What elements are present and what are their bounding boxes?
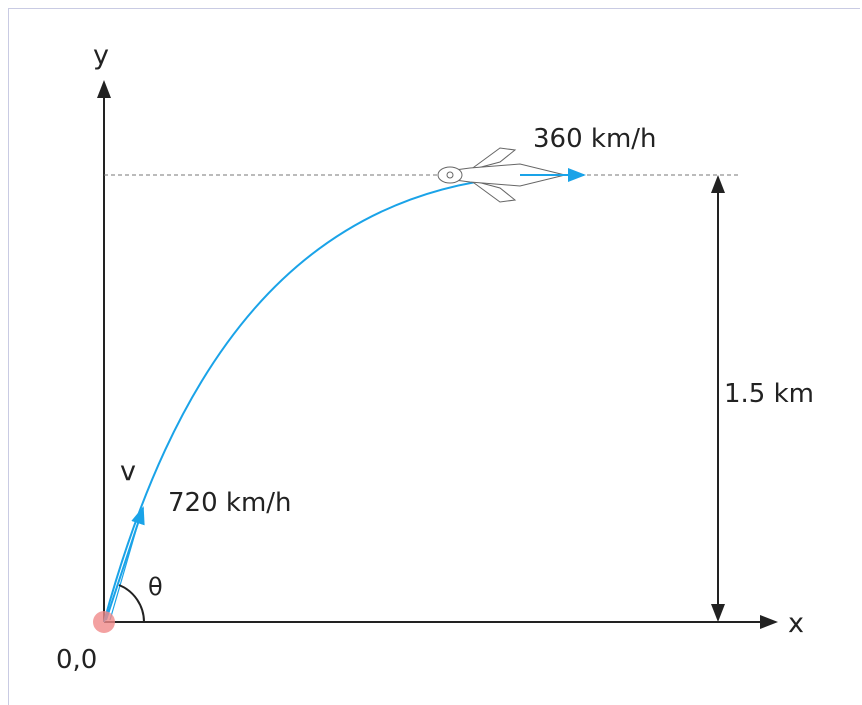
initial-velocity-arrow-shadow	[109, 519, 140, 621]
height-arrow-top	[711, 175, 725, 193]
final-velocity-label: 360 km/h	[533, 124, 657, 154]
trajectory-curve	[103, 174, 556, 623]
y-axis-arrowhead	[97, 80, 111, 98]
height-arrow-bottom	[711, 604, 725, 622]
origin-label: 0,0	[56, 645, 97, 675]
initial-velocity-label: 720 km/h	[168, 488, 292, 518]
y-axis-label: y	[93, 40, 109, 71]
angle-label: θ	[148, 573, 163, 601]
origin-marker	[93, 611, 115, 633]
aircraft-icon	[437, 147, 566, 203]
x-axis-label: x	[788, 608, 804, 639]
diagram-frame	[8, 8, 860, 705]
height-label: 1.5 km	[724, 379, 814, 409]
angle-arc	[118, 584, 145, 623]
initial-velocity-symbol: v	[120, 456, 136, 487]
x-axis-arrowhead	[760, 615, 778, 629]
